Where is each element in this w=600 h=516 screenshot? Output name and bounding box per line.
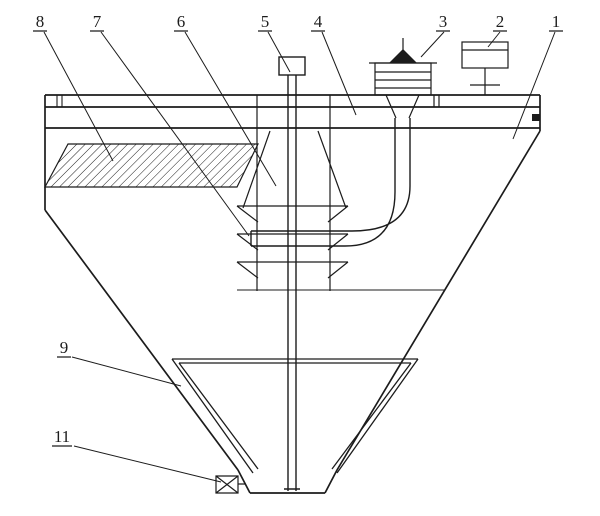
bottom-discharge-path — [215, 475, 246, 494]
feed-distributor-body — [374, 62, 432, 96]
filter-media-band — [43, 143, 259, 188]
reference-labels: 8 7 6 5 4 3 2 1 9 11 — [36, 12, 561, 446]
tank-outline-path — [44, 94, 541, 494]
label-underlines — [33, 30, 563, 447]
dosing-box — [461, 41, 509, 95]
feedwell — [242, 95, 347, 291]
center-shaft — [278, 56, 306, 491]
ref-label-9: 9 — [60, 338, 69, 357]
right-wall-fitting-icon — [532, 114, 540, 121]
ref-label-5: 5 — [261, 12, 270, 31]
rim-ticks-path — [56, 95, 63, 107]
feed-distributor — [369, 38, 440, 119]
ref-label-7: 7 — [93, 12, 102, 31]
ref-label-6: 6 — [177, 12, 186, 31]
rim-fittings — [56, 95, 540, 121]
label-underlines-path — [33, 30, 563, 447]
baffle-rings-path — [236, 205, 349, 279]
tank-outline — [44, 94, 541, 494]
ref-label-2: 2 — [496, 12, 505, 31]
feed-pipe — [250, 118, 411, 247]
center-shaft-path — [284, 75, 300, 491]
ref-label-11: 11 — [54, 427, 70, 446]
bottom-discharge-valve — [215, 475, 246, 494]
inner-cone-liner-path — [171, 358, 419, 474]
ref-label-3: 3 — [439, 12, 448, 31]
feedwell-path — [242, 95, 347, 291]
baffle-rings — [236, 205, 349, 279]
ref-label-8: 8 — [36, 12, 45, 31]
dosing-box-path — [462, 49, 508, 95]
feed-pipe-path — [250, 118, 411, 247]
shaft-bearing-box — [278, 56, 306, 76]
leader-lines — [43, 31, 556, 483]
feed-distributor-cap-icon — [389, 49, 417, 63]
leader-lines-path — [43, 31, 556, 483]
filter-media-hatch — [43, 143, 259, 188]
dosing-box-body — [461, 41, 509, 69]
ref-label-1: 1 — [552, 12, 561, 31]
ref-label-4: 4 — [314, 12, 323, 31]
inner-cone-liner — [171, 358, 419, 474]
